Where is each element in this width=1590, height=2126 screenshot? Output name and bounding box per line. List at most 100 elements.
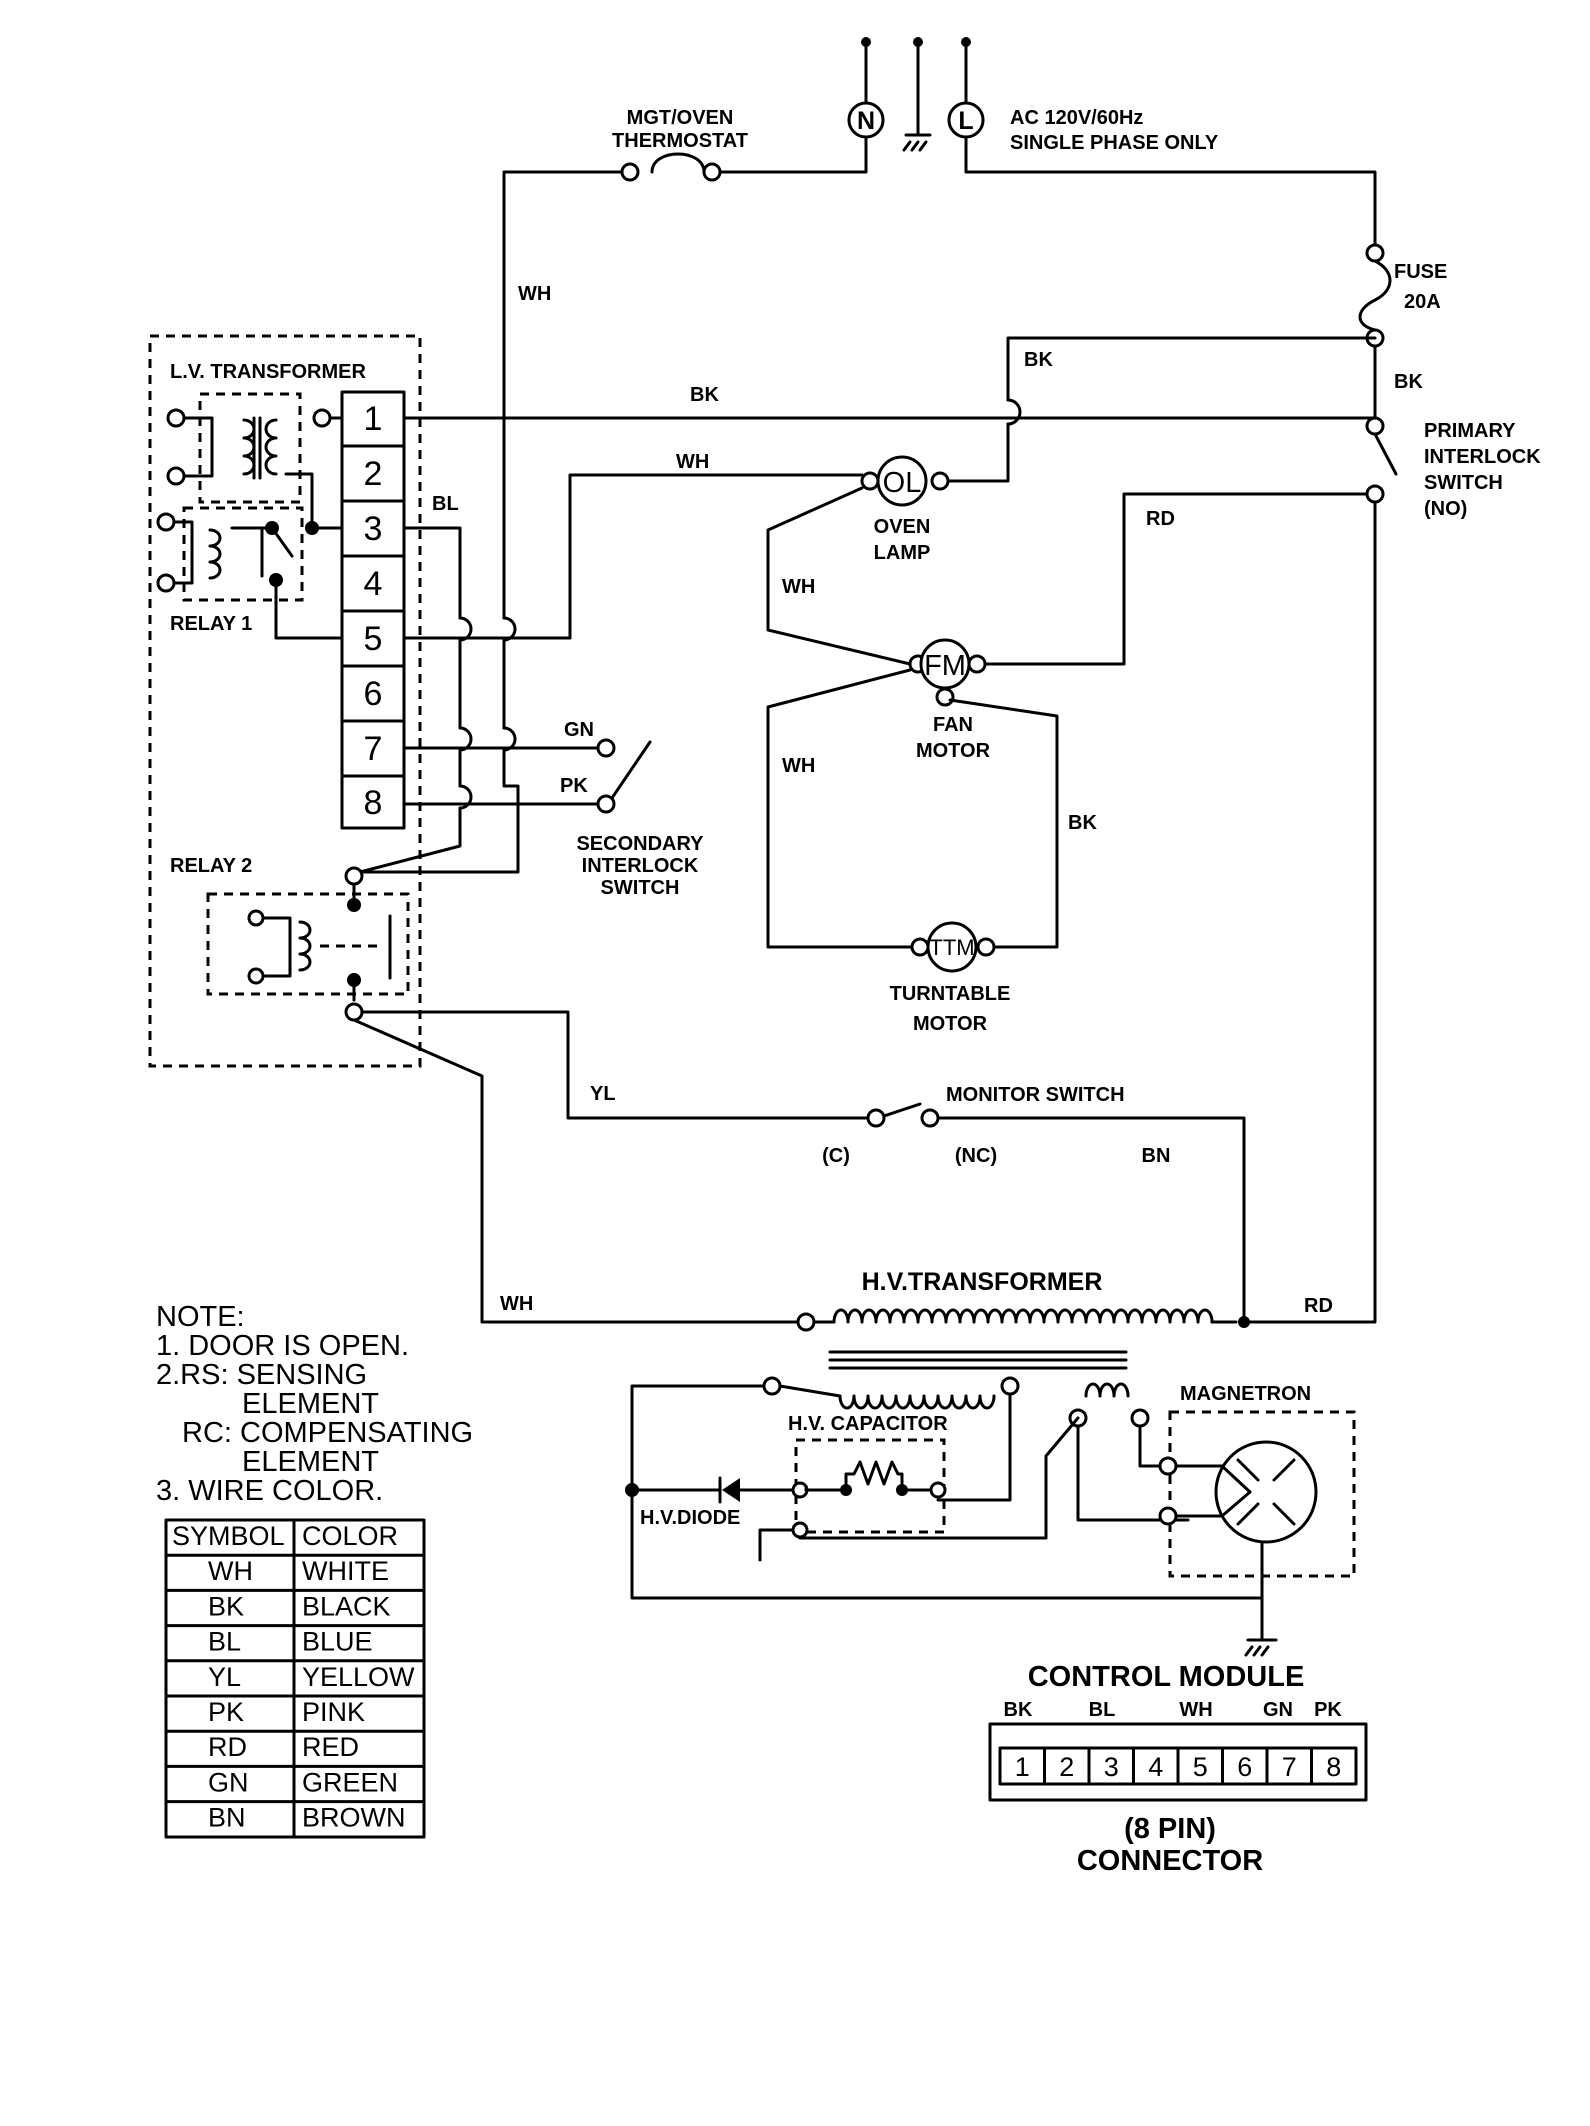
hv-diode-label: H.V.DIODE — [640, 1507, 740, 1529]
table-cell-symbol: PK — [208, 1697, 244, 1727]
wire-label-pk: PK — [560, 775, 588, 797]
table-cell-symbol: WH — [208, 1556, 253, 1586]
lamp-icon — [876, 455, 928, 507]
oven-lamp-label-line1: OVEN — [874, 516, 931, 538]
table-cell-symbol: RD — [208, 1732, 247, 1762]
thermostat-label-line2: THERMOSTAT — [612, 130, 748, 152]
notes-line4: RC: COMPENSATING — [182, 1417, 473, 1449]
hv-diode: H.V.DIODE — [625, 1476, 794, 1529]
fan-motor: FM FAN MOTOR — [908, 638, 991, 762]
control-board-outline — [148, 334, 422, 1068]
wire-label-wh-fan-ttm: WH — [782, 755, 815, 777]
relay-1-label: RELAY 1 — [170, 613, 252, 635]
table-cell-color: RED — [302, 1732, 359, 1762]
turntable-motor-label-line1: TURNTABLE — [890, 983, 1011, 1005]
wire-label-bn: BN — [1142, 1145, 1171, 1167]
terminal-pin-6: 6 — [364, 675, 383, 713]
control-module-wire-gn: GN — [1263, 1699, 1293, 1721]
secondary-switch-blade — [610, 740, 652, 800]
table-cell-symbol: GN — [208, 1767, 249, 1797]
table-cell-color: BROWN — [302, 1803, 406, 1833]
relay-2: RELAY 2 — [170, 855, 410, 1022]
terminal-pin-8: 8 — [364, 784, 383, 822]
magnetron-icon — [1214, 1440, 1318, 1544]
table-cell-color: GREEN — [302, 1767, 398, 1797]
relay-2-label: RELAY 2 — [170, 855, 252, 877]
magnetron-label: MAGNETRON — [1180, 1383, 1311, 1405]
connector-pin: 4 — [1148, 1752, 1163, 1782]
terminal-pin-4: 4 — [364, 565, 383, 603]
table-cell-symbol: BK — [208, 1591, 244, 1621]
hv-capacitor-label: H.V. CAPACITOR — [788, 1413, 948, 1435]
monitor-switch-common: (C) — [822, 1145, 850, 1167]
turntable-motor-label-line2: MOTOR — [913, 1013, 988, 1035]
fuse: FUSE 20A — [1358, 243, 1447, 348]
supply-spec-line1: AC 120V/60Hz — [1010, 107, 1143, 129]
wire-label-yl: YL — [590, 1083, 616, 1105]
oven-lamp-symbol: OL — [883, 467, 922, 499]
control-module-title: CONTROL MODULE — [1028, 1661, 1305, 1693]
wire-label-wh-lamp-fan: WH — [782, 576, 815, 598]
table-cell-color: PINK — [302, 1697, 365, 1727]
fan-motor-label-line1: FAN — [933, 714, 973, 736]
connector-pin: 1 — [1015, 1752, 1030, 1782]
lv-transformer-label: L.V. TRANSFORMER — [170, 361, 366, 383]
table-cell-color: WHITE — [302, 1556, 389, 1586]
lv-transformer — [166, 392, 344, 530]
notes: NOTE: 1. DOOR IS OPEN. 2.RS: SENSING ELE… — [156, 1301, 473, 1507]
terminal-pin-5: 5 — [364, 620, 383, 658]
secondary-switch-line3: SWITCH — [601, 877, 680, 899]
ground-icon-hv — [1244, 1638, 1278, 1657]
magnetron: MAGNETRON — [1158, 1383, 1356, 1600]
wire-label-wh-thermostat: WH — [518, 283, 551, 305]
connector-pin: 8 — [1326, 1752, 1341, 1782]
connector-pin: 3 — [1104, 1752, 1119, 1782]
notes-title: NOTE: — [156, 1301, 245, 1333]
wire-label-bk-fan-ttm: BK — [1068, 812, 1097, 834]
table-cell-symbol: BN — [208, 1803, 246, 1833]
terminal-pin-7: 7 — [364, 730, 383, 768]
primary-switch-line2: INTERLOCK — [1424, 446, 1541, 468]
wire-label-gn: GN — [564, 719, 594, 741]
connector-pin: 7 — [1282, 1752, 1297, 1782]
table-cell-symbol: BL — [208, 1627, 241, 1657]
table-cell-color: BLUE — [302, 1627, 373, 1657]
connector-caption-line2: CONNECTOR — [1077, 1845, 1263, 1877]
wire-label-bk-pin1: BK — [690, 384, 719, 406]
terminal-pin-3: 3 — [364, 510, 383, 548]
notes-line6: 3. WIRE COLOR. — [156, 1475, 383, 1507]
ground-icon — [902, 133, 932, 152]
turntable-motor-symbol: TTM — [929, 935, 974, 960]
fuse-label-line1: FUSE — [1394, 261, 1447, 283]
wire-label-bk-fuse: BK — [1394, 371, 1423, 393]
terminal-pin-1: 1 — [364, 400, 383, 438]
relay-1: RELAY 1 — [156, 506, 344, 640]
table-cell-color: BLACK — [302, 1591, 391, 1621]
wire-label-wh-hv: WH — [500, 1293, 533, 1315]
fuse-label-line2: 20A — [1404, 291, 1441, 313]
ac-supply: N L AC 120V/60Hz SINGLE PHASE ONLY — [847, 37, 1219, 154]
line-label: L — [958, 107, 973, 135]
oven-lamp-label-line2: LAMP — [874, 542, 931, 564]
connector-caption-line1: (8 PIN) — [1124, 1813, 1216, 1845]
primary-switch-line4: (NO) — [1424, 498, 1467, 520]
thermostat-label-line1: MGT/OVEN — [627, 107, 734, 129]
notes-line2: 2.RS: SENSING — [156, 1359, 367, 1391]
table-header-symbol: SYMBOL — [172, 1521, 285, 1551]
supply-spec-line2: SINGLE PHASE ONLY — [1010, 132, 1219, 154]
neutral-label: N — [857, 107, 875, 135]
table-cell-color: YELLOW — [302, 1662, 415, 1692]
primary-switch-line1: PRIMARY — [1424, 420, 1516, 442]
thermostat: MGT/OVEN THERMOSTAT — [612, 107, 748, 182]
connector-pin: 2 — [1059, 1752, 1074, 1782]
turntable-motor-icon — [926, 921, 978, 973]
wire-label-rd-fan: RD — [1146, 508, 1175, 530]
notes-line5: ELEMENT — [242, 1446, 379, 1478]
oven-lamp: OL OVEN LAMP — [860, 455, 950, 564]
notes-line1: 1. DOOR IS OPEN. — [156, 1330, 409, 1362]
connector-pin: 5 — [1193, 1752, 1208, 1782]
secondary-switch-line2: INTERLOCK — [582, 855, 699, 877]
